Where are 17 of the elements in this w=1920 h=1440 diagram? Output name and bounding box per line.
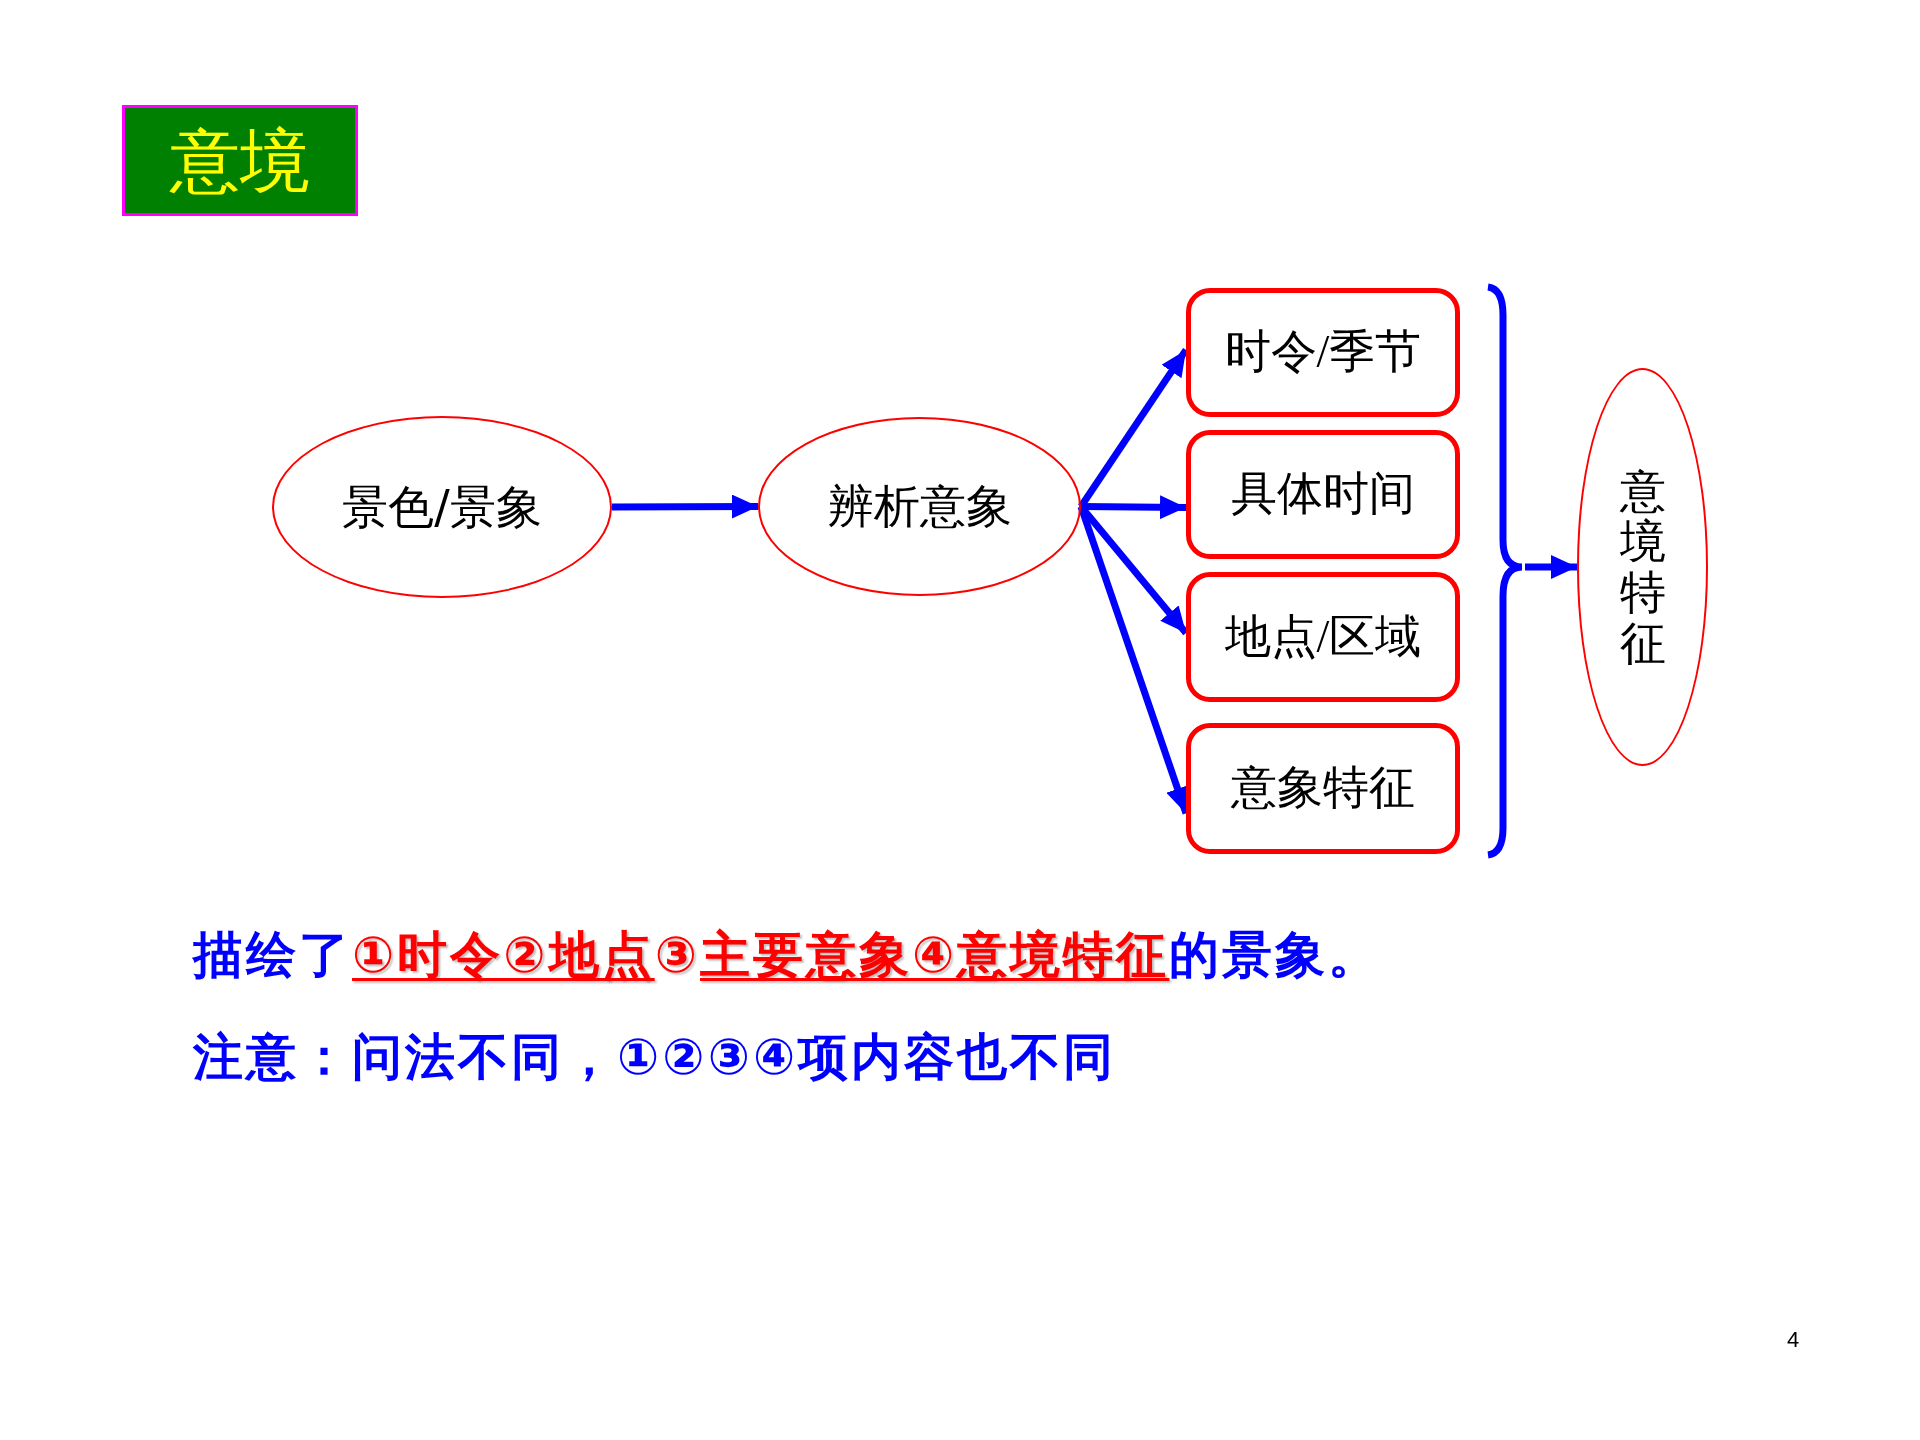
rounded-box bbox=[1186, 288, 1460, 417]
ellipse-node bbox=[1577, 368, 1708, 766]
ellipse-node bbox=[758, 417, 1081, 596]
node-label: 地点/区域 bbox=[1224, 611, 1422, 663]
page-number: 4 bbox=[1787, 1328, 1800, 1353]
ellipse-node bbox=[272, 416, 612, 598]
node-label: 意境特征 bbox=[1619, 465, 1666, 669]
node-label: 辨析意象 bbox=[827, 481, 1012, 532]
node-label: 具体时间 bbox=[1231, 469, 1415, 520]
node-label: 时令/季节 bbox=[1224, 327, 1422, 378]
rounded-box bbox=[1186, 430, 1460, 559]
title-banner: 意境 bbox=[122, 105, 358, 216]
node-label: 意象特征 bbox=[1231, 763, 1415, 814]
rounded-box bbox=[1186, 723, 1460, 854]
rounded-box bbox=[1186, 572, 1460, 702]
note-sentence: 注意：问法不同，①②③④项内容也不同 bbox=[193, 1027, 1117, 1087]
node-label: 景色/景象 bbox=[342, 481, 542, 533]
